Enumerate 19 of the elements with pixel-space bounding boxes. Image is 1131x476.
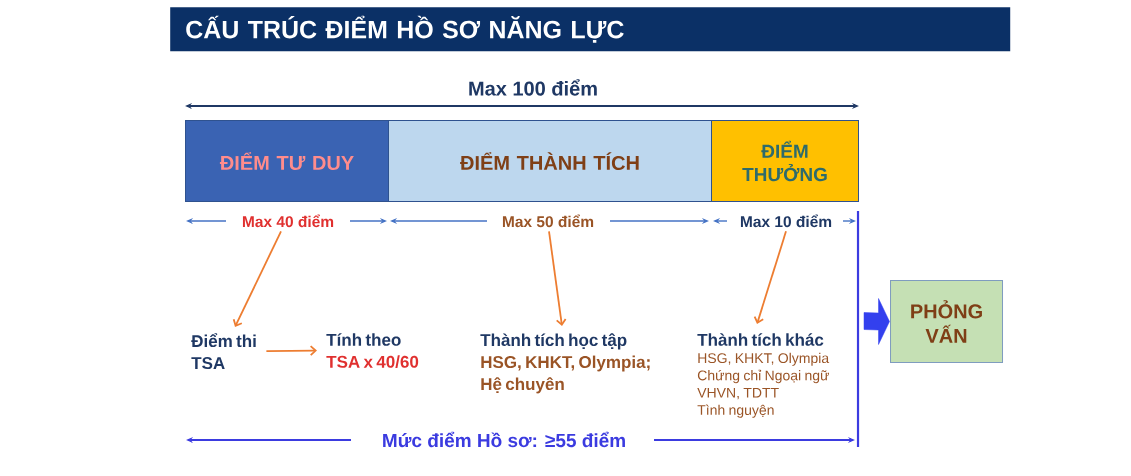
arrow (232, 230, 282, 327)
dimension-label: Max 100 điểm (469, 79, 597, 96)
criteria-text: Tính theo TSA x 40/60 (326, 333, 419, 368)
block-arrow (863, 298, 890, 345)
arrow (265, 345, 317, 357)
criteria-text: Điểm thi TSA (191, 333, 256, 370)
title-banner: CẤU TRÚC ĐIỂM HỒ SƠ NĂNG LỰC (170, 7, 1011, 52)
range-label: Max 40 điểm (242, 214, 334, 228)
arrow (753, 230, 787, 324)
segment-box: ĐIỂM THÀNH TÍCH (388, 120, 712, 202)
arrow (548, 230, 567, 326)
dimension-label: Mức điểm Hồ sơ: ≥55 điểm (383, 431, 625, 448)
criteria-text: Thành tích khác HSG, KHKT, Olympia Chứng chỉ Ngoại ngữ VHVN, TDTT Tình nguyện (697, 333, 830, 418)
criteria-text: Thành tích học tập HSG, KHKT, Olympia; Hệ chuyên (480, 333, 650, 394)
segment-box: ĐIỂM THƯỞNG (711, 120, 859, 202)
segment-box: ĐIỂM TƯ DUY (185, 120, 389, 202)
range-label: Max 10 điểm (740, 214, 832, 228)
range-label: Max 50 điểm (502, 214, 594, 228)
process-box: PHỎNG VẤN (890, 280, 1003, 363)
